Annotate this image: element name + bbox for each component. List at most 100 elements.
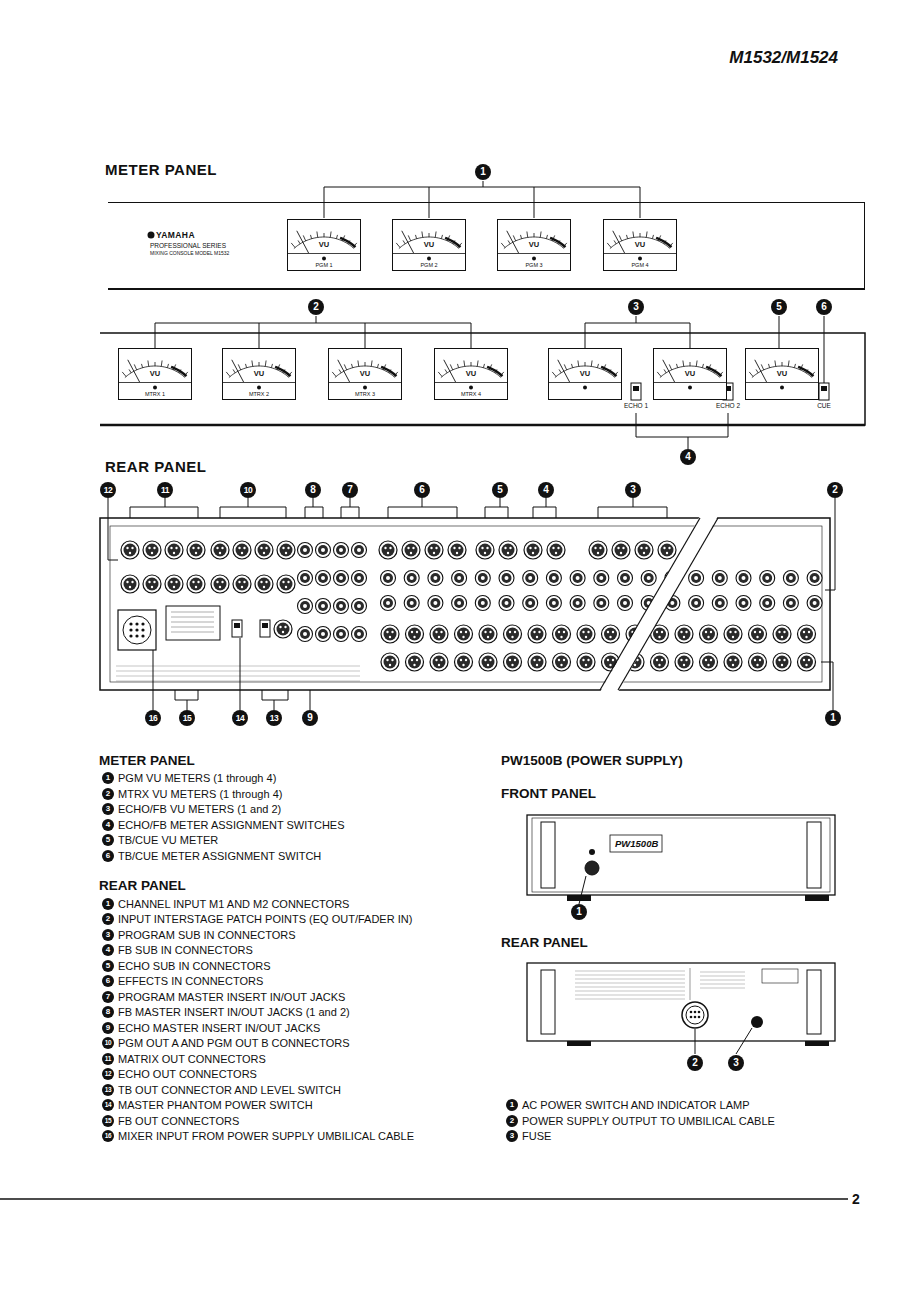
leader-line [636, 316, 637, 323]
meter-label: PGM 4 [604, 262, 676, 269]
line-art [800, 656, 813, 669]
break-line [600, 518, 700, 690]
line-art [532, 552, 534, 554]
line-art [233, 541, 251, 559]
name-plate-print [171, 617, 214, 618]
callout-number: 2 [102, 913, 114, 925]
line-art [236, 578, 249, 591]
meter-divider [654, 382, 726, 383]
line-art [416, 631, 418, 633]
meter-label: PGM 2 [393, 262, 465, 269]
xlr-connector [499, 541, 517, 559]
line-art [151, 586, 153, 588]
line-art [549, 598, 559, 608]
line-art [479, 653, 497, 671]
line-art [440, 631, 442, 633]
switch-knob [633, 386, 639, 391]
line-art [773, 653, 791, 671]
meter-needle [297, 231, 309, 253]
line-art [175, 547, 177, 549]
meter-screw [583, 386, 587, 390]
line-art [339, 548, 343, 552]
line-art [618, 596, 633, 611]
line-art [645, 547, 647, 549]
line-art [478, 573, 488, 583]
vu-meter: VU [745, 348, 819, 400]
line-art [618, 571, 633, 586]
line-art [638, 544, 651, 557]
line-art [211, 541, 229, 559]
leader-line [130, 507, 131, 518]
phone-jack [807, 596, 822, 611]
line-art [549, 573, 559, 583]
line-art [148, 581, 150, 583]
callout-number: 2 [827, 482, 843, 498]
line-art [617, 547, 619, 549]
meter-tick [508, 240, 510, 243]
line-art [502, 573, 512, 583]
meter-tick [291, 243, 295, 248]
leader-line [471, 323, 472, 348]
phone-jack [334, 571, 349, 586]
leader-line [825, 498, 835, 590]
line-art [489, 631, 491, 633]
line-art [402, 541, 420, 559]
line-art [131, 547, 133, 549]
meter-tick [664, 369, 666, 372]
line-art [732, 636, 734, 638]
meter-tick [288, 372, 292, 377]
socket-pin [135, 622, 138, 625]
logo-plate [610, 835, 662, 852]
meter-tick [719, 372, 723, 377]
leader-line [187, 700, 188, 710]
line-art [658, 664, 660, 666]
line-art [438, 636, 440, 638]
line-art [318, 545, 328, 555]
leader-line [821, 662, 833, 710]
phone-jack [760, 571, 775, 586]
handle [541, 970, 555, 1034]
line-art [435, 659, 437, 661]
phone-jack [298, 571, 313, 586]
line-art [168, 578, 181, 591]
phone-jack [316, 599, 331, 614]
xlr-connector [211, 575, 229, 593]
leader-line [323, 507, 324, 518]
meter-scale [798, 367, 813, 376]
xlr-connector [165, 575, 183, 593]
meter-unit: VU [288, 240, 360, 249]
phone-jack [499, 571, 514, 586]
leader-line [585, 323, 586, 348]
leader-line [341, 507, 359, 508]
meter-tick [147, 360, 149, 366]
line-art [612, 631, 614, 633]
line-art [416, 659, 418, 661]
meter-tick [383, 364, 385, 369]
line-art [151, 552, 153, 554]
meter-screw [153, 386, 157, 390]
line-art [505, 601, 509, 605]
meter-divider [498, 253, 570, 254]
line-art [316, 543, 331, 558]
xlr-connector [187, 575, 205, 593]
rear-panel-print [575, 991, 685, 992]
line-art [143, 575, 161, 593]
phone-jack [452, 596, 467, 611]
meter-tick [669, 364, 671, 369]
meter-tick [365, 362, 366, 366]
line-art [577, 625, 595, 643]
socket-pin [135, 634, 138, 637]
line-art [381, 653, 399, 671]
meter-tick [534, 233, 535, 237]
line-art [440, 659, 442, 661]
line-art [604, 628, 617, 641]
line-art [596, 573, 606, 583]
line-art [525, 598, 535, 608]
line-art [336, 629, 346, 639]
meter-tick [435, 231, 437, 237]
line-art [386, 659, 388, 661]
callout-number: 9 [302, 710, 318, 726]
line-art [126, 547, 128, 549]
legend-item: ECHO OUT CONNECTORS [118, 1067, 257, 1081]
socket-pin [141, 628, 144, 631]
